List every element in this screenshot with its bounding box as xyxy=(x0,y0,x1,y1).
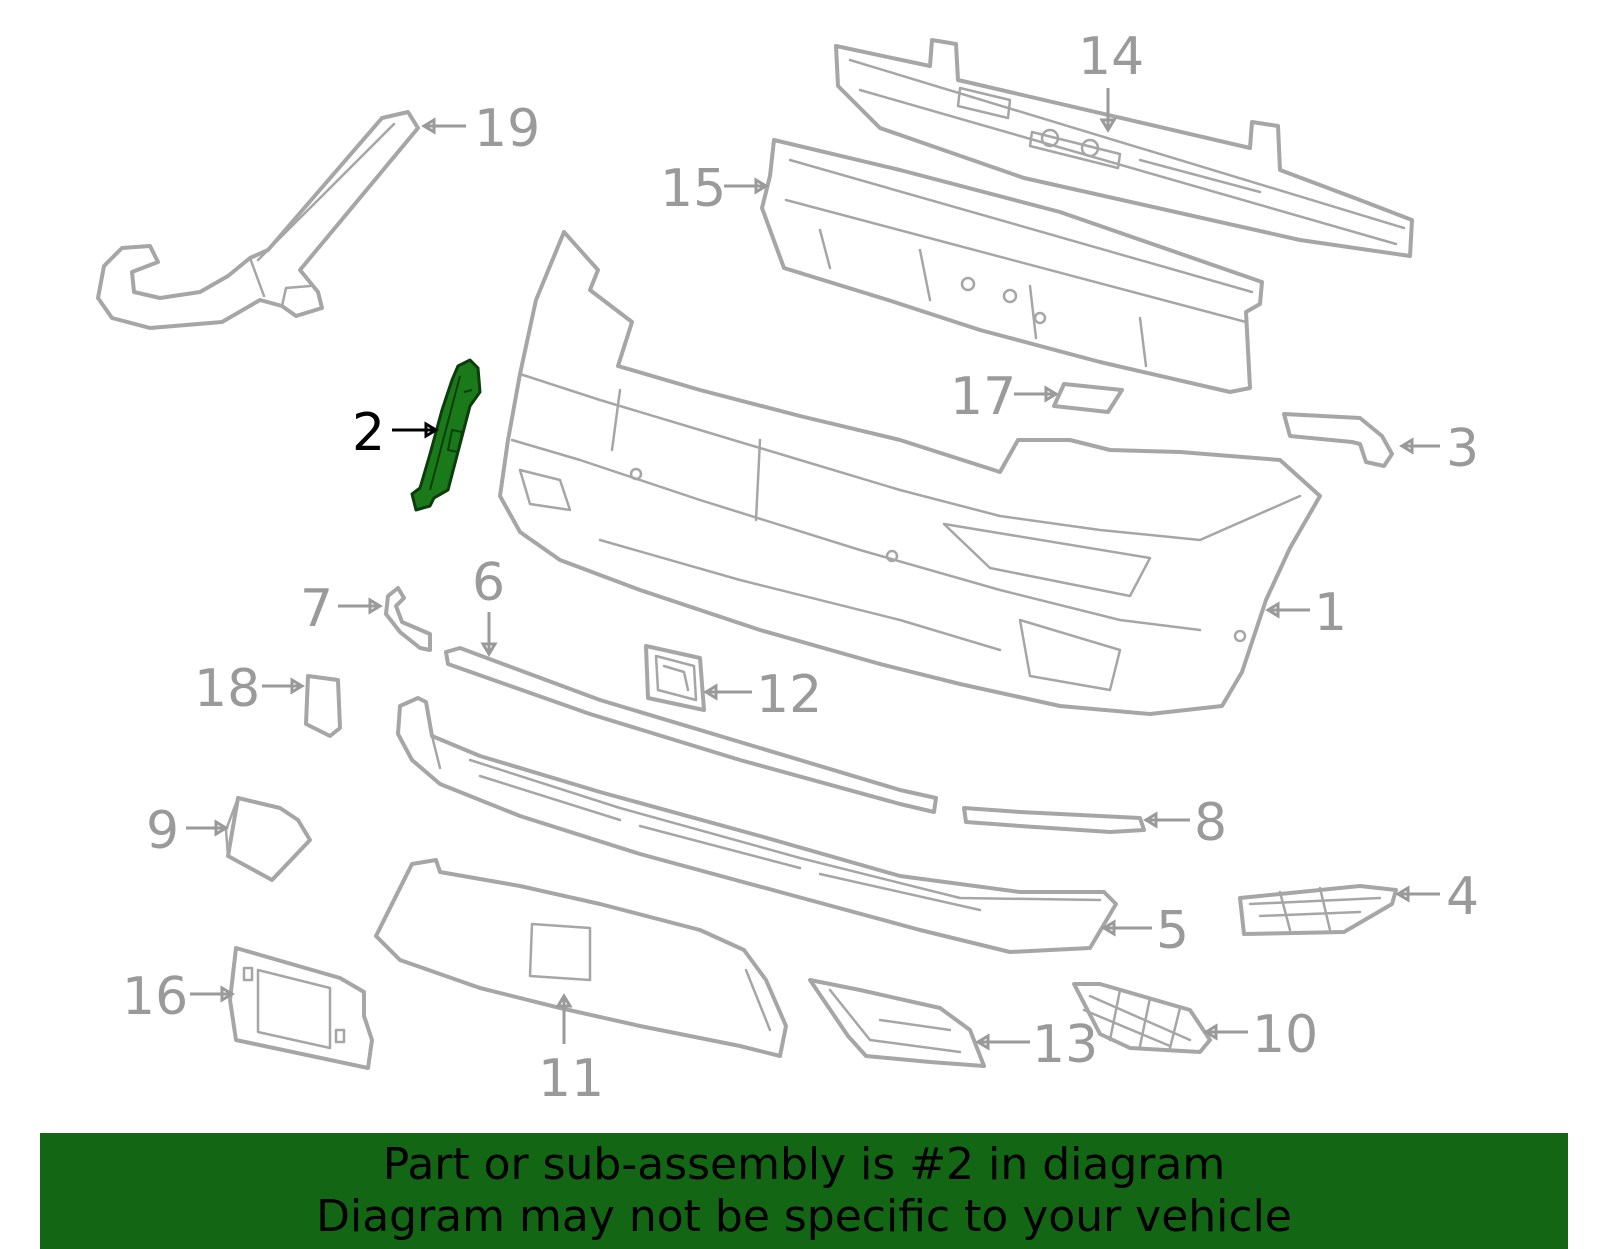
part-19-tow-hook xyxy=(96,110,420,330)
callout-13: 13 xyxy=(1032,1015,1098,1075)
banner-line-part-number: Part or sub-assembly is #2 in diagram xyxy=(382,1139,1226,1190)
part-6-strip xyxy=(444,646,938,814)
part-16-license-bracket xyxy=(228,946,374,1070)
part-1-bumper-fascia xyxy=(498,230,1322,716)
callout-2: 2 xyxy=(352,403,385,463)
callout-18: 18 xyxy=(194,659,260,719)
part-3-side-trim xyxy=(1282,412,1394,468)
part-17-bracket xyxy=(1052,382,1124,414)
part-4-grille-insert xyxy=(1238,884,1398,936)
callout-19: 19 xyxy=(474,99,540,159)
banner-line-disclaimer: Diagram may not be specific to your vehi… xyxy=(316,1191,1292,1242)
callout-10: 10 xyxy=(1252,1005,1318,1065)
callout-7: 7 xyxy=(300,579,333,639)
callout-14: 14 xyxy=(1078,27,1144,87)
part-18-block xyxy=(304,674,342,738)
part-8-side-strip xyxy=(962,806,1146,834)
part-15-absorber xyxy=(760,138,1264,394)
callout-6: 6 xyxy=(472,553,505,613)
part-14-reinforcement-bar xyxy=(834,38,1414,258)
part-9-bezel xyxy=(224,796,312,882)
callout-15: 15 xyxy=(660,159,726,219)
callout-12: 12 xyxy=(756,665,822,725)
part-10-grille-mesh xyxy=(1072,982,1212,1054)
part-2-bracket-highlighted xyxy=(410,358,482,512)
callout-16: 16 xyxy=(122,967,188,1027)
part-13-fog-bezel xyxy=(808,978,986,1068)
part-12-bracket xyxy=(644,644,706,712)
callout-4: 4 xyxy=(1446,867,1479,927)
callout-9: 9 xyxy=(146,801,179,861)
callout-3: 3 xyxy=(1446,419,1479,479)
callout-8: 8 xyxy=(1194,793,1227,853)
part-11-lower-grille xyxy=(374,858,788,1058)
callout-11: 11 xyxy=(538,1049,604,1109)
info-banner: Part or sub-assembly is #2 in diagram Di… xyxy=(40,1133,1568,1249)
callout-17: 17 xyxy=(950,367,1016,427)
callout-leaders xyxy=(186,88,1440,1051)
callout-labels: 1 2 3 4 5 6 7 8 9 10 11 12 13 14 15 16 1… xyxy=(122,27,1479,1109)
callout-5: 5 xyxy=(1156,901,1189,961)
part-5-lower-fascia xyxy=(396,696,1118,954)
part-7-clip xyxy=(384,586,432,652)
callout-1: 1 xyxy=(1314,583,1347,643)
